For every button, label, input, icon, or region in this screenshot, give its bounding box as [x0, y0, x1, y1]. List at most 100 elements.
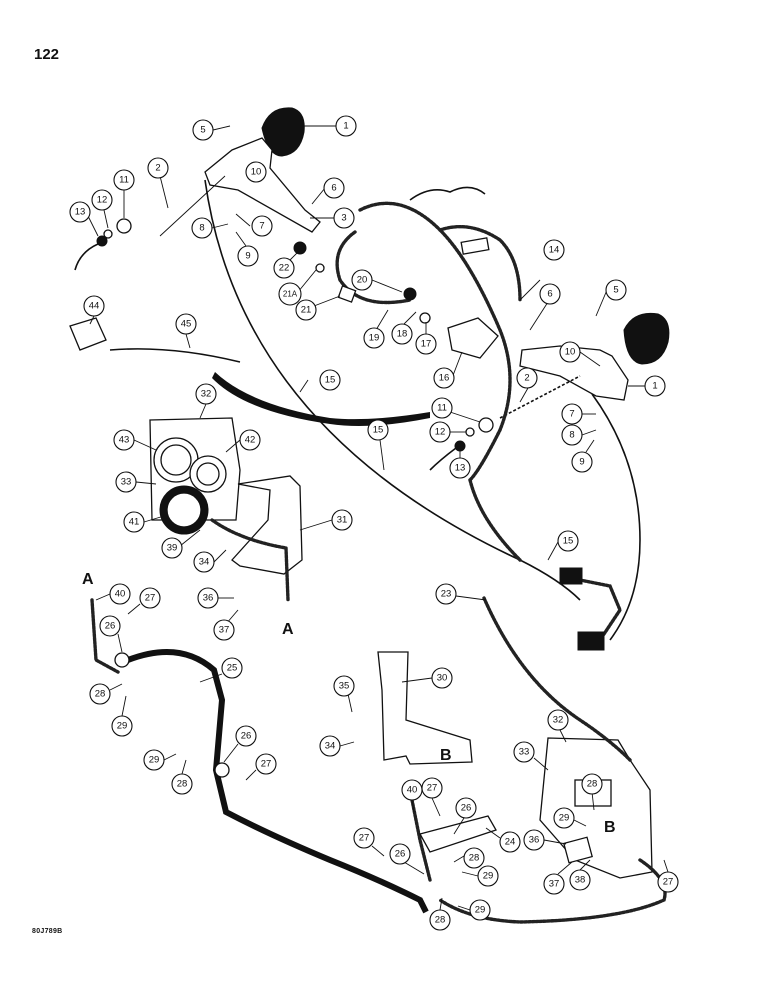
callout-43: 43 — [119, 435, 130, 446]
callout-34b: 34 — [325, 741, 336, 752]
callout-29c: 29 — [483, 871, 494, 882]
switch-44 — [69, 317, 107, 351]
callout-19: 19 — [369, 333, 380, 344]
callout-5b: 5 — [613, 285, 618, 296]
callout-1: 1 — [343, 121, 348, 132]
callout-7: 7 — [259, 221, 264, 232]
tube-25 — [126, 649, 429, 914]
callout-23: 23 — [441, 589, 452, 600]
callout-8: 8 — [199, 223, 204, 234]
section-marker-b-left: B — [440, 747, 452, 764]
callout-34: 34 — [199, 557, 210, 568]
callout-14: 14 — [549, 245, 560, 256]
callout-32b: 32 — [553, 715, 564, 726]
callout-33b: 33 — [519, 747, 530, 758]
callout-33: 33 — [121, 477, 132, 488]
section-marker-b-right: B — [604, 819, 616, 836]
callout-41: 41 — [129, 517, 140, 528]
callout-28e: 28 — [587, 779, 598, 790]
callout-5: 5 — [200, 125, 205, 136]
callout-27a: 27 — [145, 593, 156, 604]
shield-band — [212, 372, 430, 426]
callout-29e: 29 — [559, 813, 570, 824]
callout-36: 36 — [203, 593, 214, 604]
callout-21: 21 — [301, 305, 312, 316]
callout-29a: 29 — [117, 721, 128, 732]
callout-27b: 27 — [261, 759, 272, 770]
gauge-mount-31 — [231, 475, 303, 575]
callout-38: 38 — [575, 875, 586, 886]
callout-45: 45 — [181, 319, 192, 330]
lamp-bracket-left — [204, 137, 321, 233]
callout-32: 32 — [201, 389, 212, 400]
callout-8b: 8 — [569, 430, 574, 441]
callouts: 1 1 2 2 3 5 5 6 6 7 7 8 8 9 9 — [69, 115, 679, 931]
lamp-housing-left — [261, 107, 305, 157]
gauge-box-right — [539, 737, 653, 879]
callout-10: 10 — [251, 167, 262, 178]
callout-20: 20 — [357, 275, 368, 286]
callout-26d: 26 — [395, 849, 406, 860]
lamp-bracket-right — [519, 345, 629, 401]
callout-15c: 15 — [563, 536, 574, 547]
callout-29b: 29 — [149, 755, 160, 766]
callout-37b: 37 — [549, 879, 560, 890]
lamp-housing-right — [623, 312, 670, 365]
drawing-code: 80J789B — [32, 928, 63, 935]
callout-25: 25 — [227, 663, 238, 674]
callout-12b: 12 — [435, 427, 446, 438]
callout-7b: 7 — [569, 409, 574, 420]
callout-11: 11 — [119, 175, 129, 186]
callout-17: 17 — [421, 339, 432, 350]
callout-2b: 2 — [524, 373, 529, 384]
callout-26a: 26 — [105, 621, 116, 632]
callout-31: 31 — [337, 515, 348, 526]
callout-11b: 11 — [437, 403, 447, 414]
callout-3: 3 — [341, 213, 346, 224]
callout-22: 22 — [279, 263, 290, 274]
callout-40: 40 — [115, 589, 126, 600]
page-number: 122 — [34, 46, 60, 63]
callout-35: 35 — [339, 681, 350, 692]
callout-24: 24 — [505, 837, 516, 848]
callout-12: 12 — [97, 195, 108, 206]
callout-30: 30 — [437, 673, 448, 684]
callout-27c: 27 — [427, 783, 438, 794]
long-wire-left — [204, 179, 581, 601]
section-marker-a-top: A — [82, 571, 94, 588]
callout-15a: 15 — [325, 375, 336, 386]
callout-28d: 28 — [435, 915, 446, 926]
callout-26b: 26 — [241, 731, 252, 742]
callout-27e: 27 — [663, 877, 674, 888]
callout-28c: 28 — [469, 853, 480, 864]
callout-39: 39 — [167, 543, 178, 554]
callout-13: 13 — [75, 207, 86, 218]
callout-15b: 15 — [373, 425, 384, 436]
callout-1b: 1 — [652, 381, 657, 392]
callout-2: 2 — [155, 163, 160, 174]
washer-left — [116, 218, 132, 234]
callout-9b: 9 — [579, 457, 584, 468]
bracket-30 — [377, 651, 473, 765]
callout-13b: 13 — [455, 463, 466, 474]
callout-6b: 6 — [547, 289, 552, 300]
callout-42: 42 — [245, 435, 256, 446]
callout-40b: 40 — [407, 785, 418, 796]
callout-28a: 28 — [95, 689, 106, 700]
callout-9: 9 — [245, 251, 250, 262]
callout-21a: 21A — [283, 290, 298, 299]
callout-37: 37 — [219, 625, 230, 636]
main-harness — [358, 201, 512, 482]
section-marker-a-bottom: A — [282, 621, 294, 638]
callout-27d: 27 — [359, 833, 370, 844]
line-art — [69, 107, 670, 924]
callout-44: 44 — [89, 301, 100, 312]
callout-18: 18 — [397, 329, 408, 340]
callout-28b: 28 — [177, 779, 188, 790]
callout-16: 16 — [439, 373, 450, 384]
callout-10b: 10 — [565, 347, 576, 358]
callout-26c: 26 — [461, 803, 472, 814]
callout-36b: 36 — [529, 835, 540, 846]
callout-29d: 29 — [475, 905, 486, 916]
